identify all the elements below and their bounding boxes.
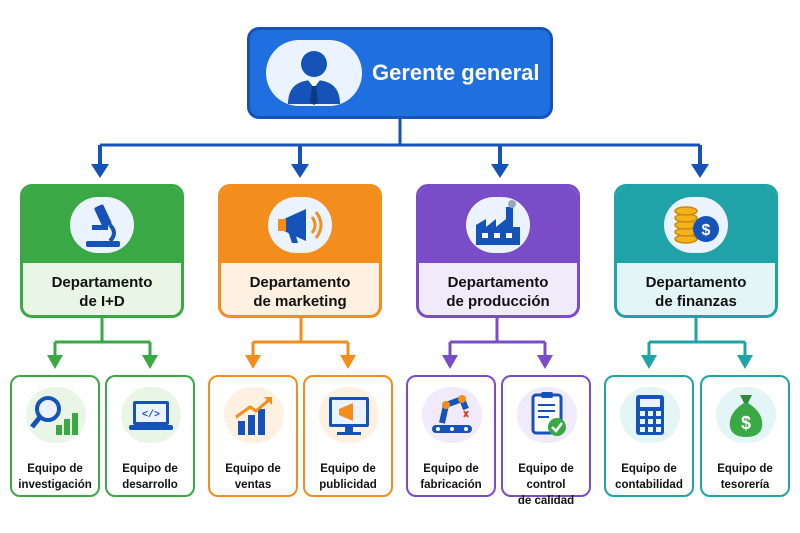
- manager-icon: [266, 40, 362, 106]
- microscope-icon: [70, 197, 134, 253]
- general-manager-title: Gerente general: [372, 60, 540, 85]
- checklist-icon: [517, 387, 577, 443]
- robot-arm-icon: [422, 387, 482, 443]
- growth-chart-icon: [224, 387, 284, 443]
- coins-icon: $: [664, 197, 728, 253]
- general-manager-box[interactable]: Gerente general: [247, 27, 553, 119]
- svg-text:</>: </>: [142, 409, 160, 421]
- svg-text:$: $: [741, 413, 751, 433]
- money-bag-icon: $: [716, 387, 776, 443]
- megaphone-icon: [268, 197, 332, 253]
- svg-text:$: $: [702, 222, 711, 239]
- code-laptop-icon: </>: [121, 387, 181, 443]
- search-chart-icon: [26, 387, 86, 443]
- calculator-icon: [620, 387, 680, 443]
- monitor-megaphone-icon: [319, 387, 379, 443]
- factory-icon: [466, 197, 530, 253]
